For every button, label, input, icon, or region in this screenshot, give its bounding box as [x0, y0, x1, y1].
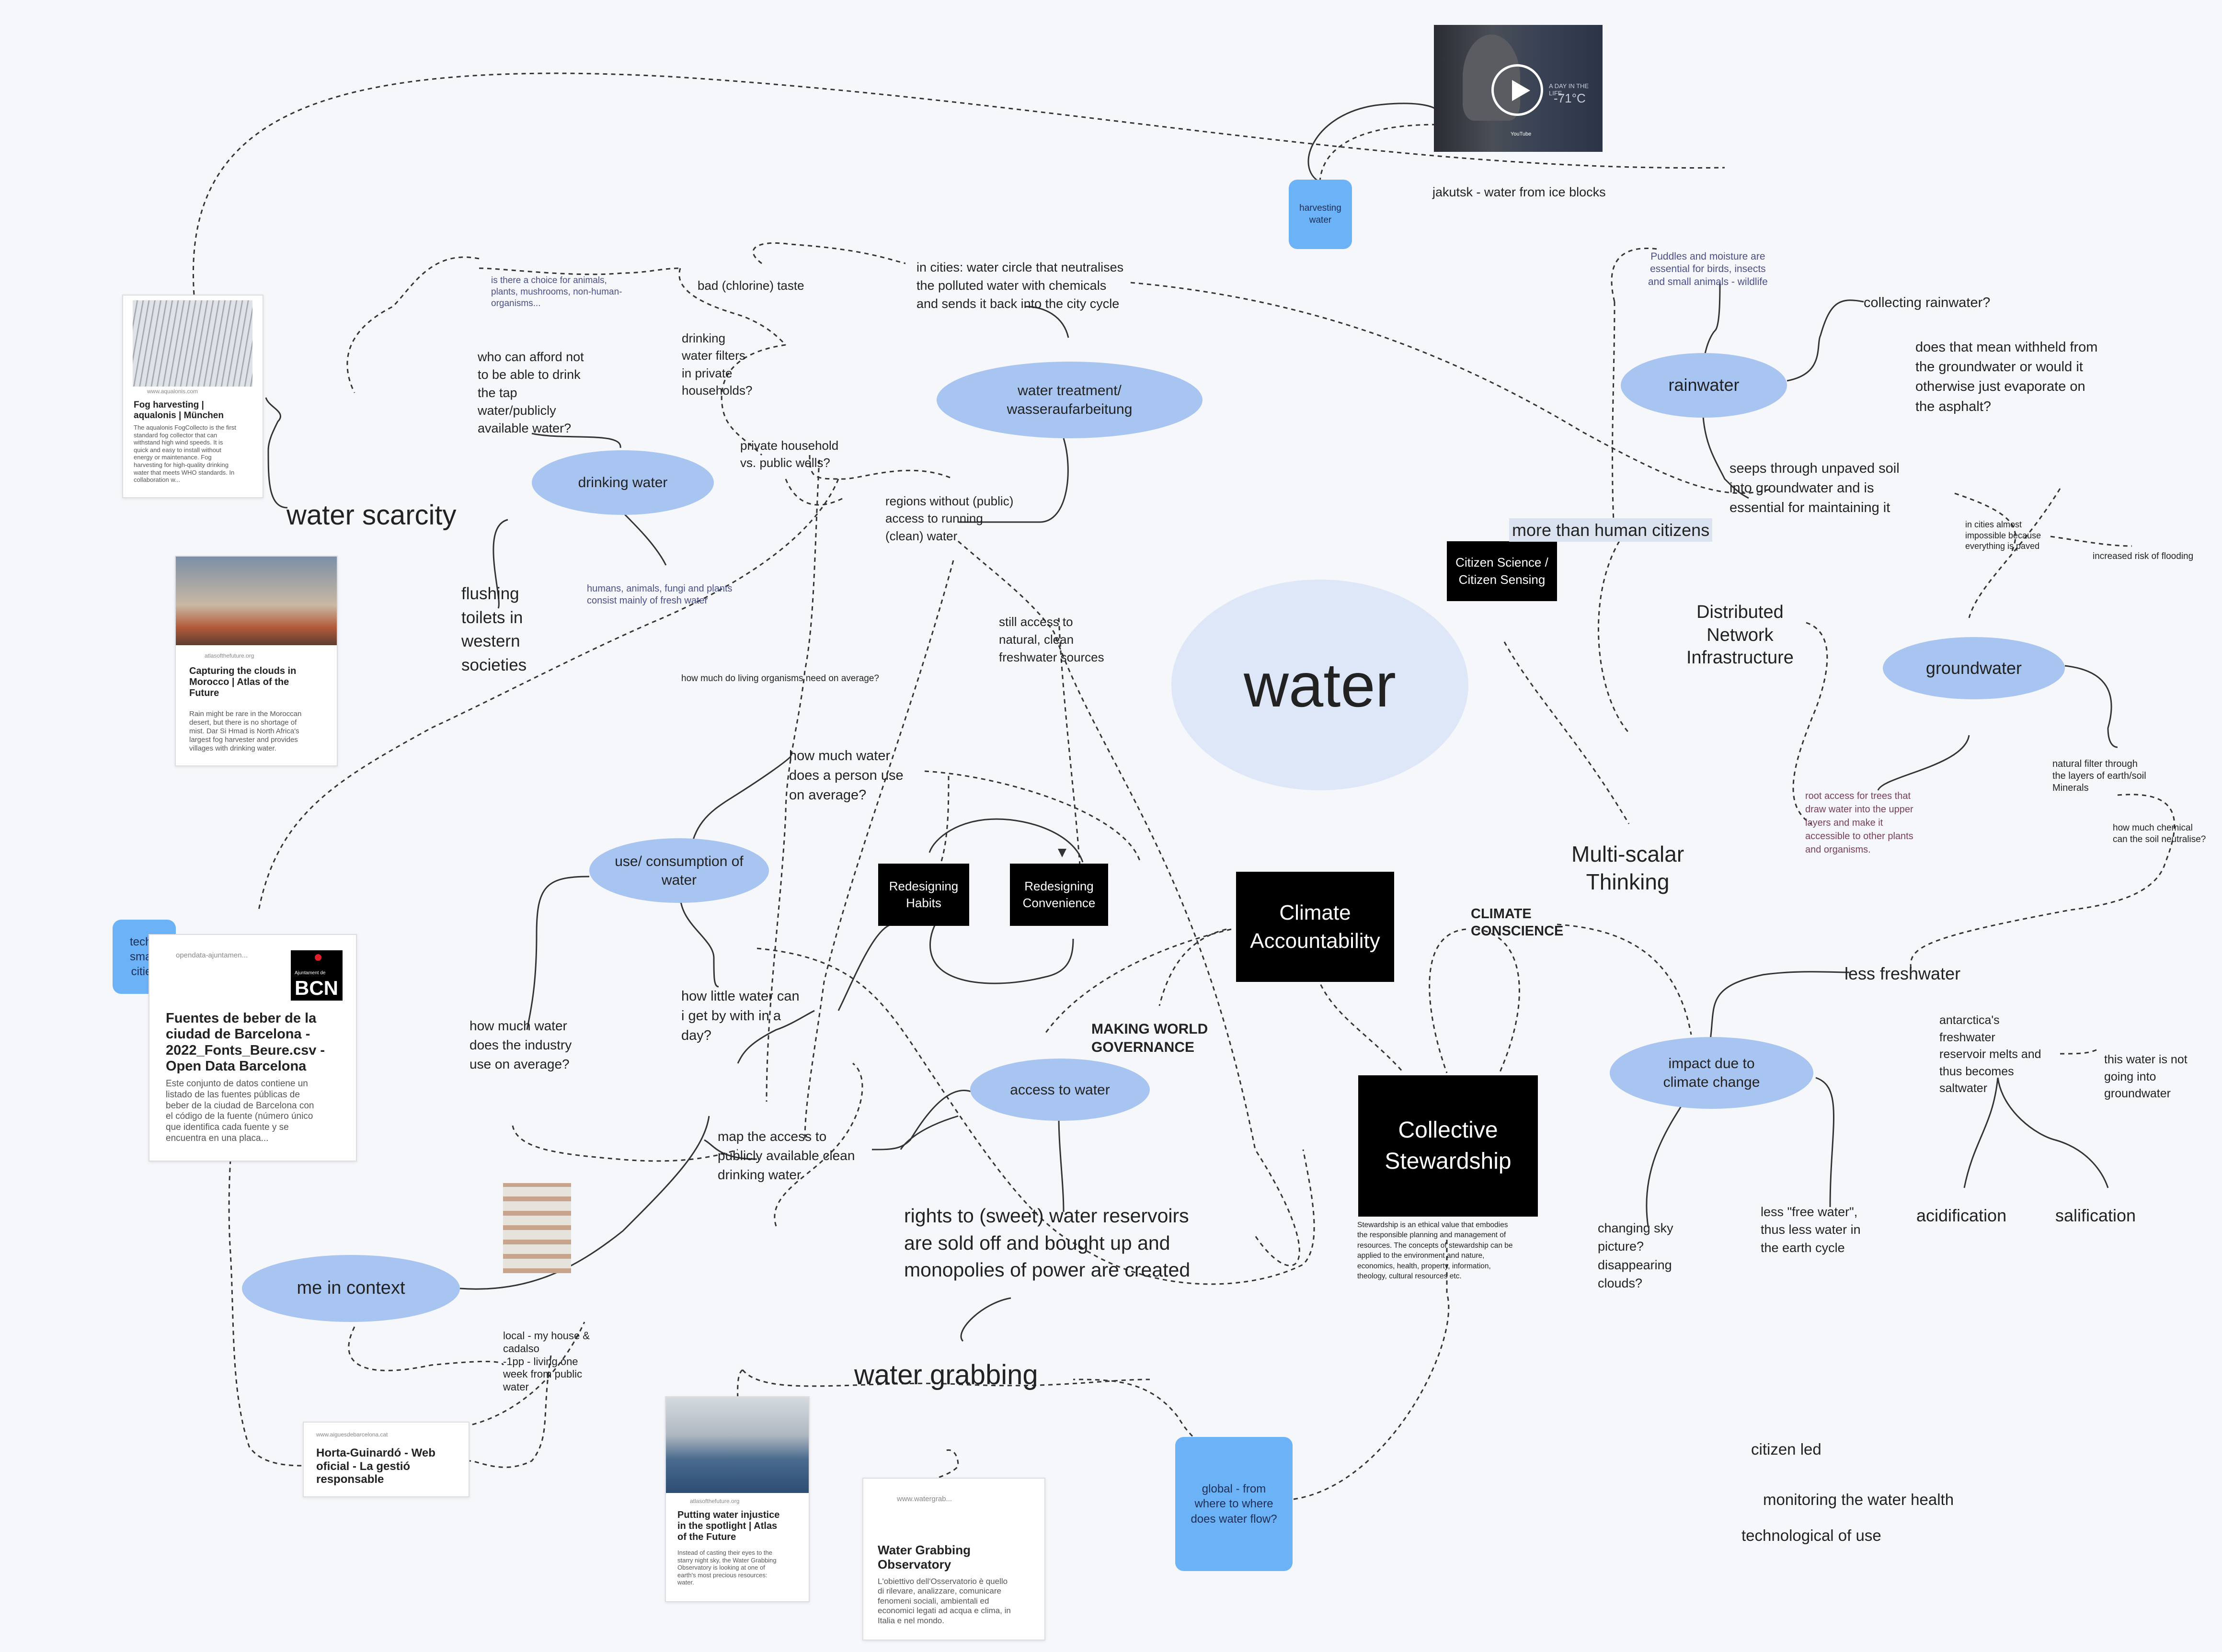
antarctica-note: antarctica's freshwater reservoir melts …: [1939, 1014, 2041, 1095]
groundwater-node[interactable]: groundwater: [1883, 637, 2065, 699]
multiscalar-label[interactable]: Multi-scalar Thinking: [1571, 842, 1684, 894]
bcn-logo: Ajuntament de BCN: [291, 950, 343, 1001]
climate-accountability-box[interactable]: Climate Accountability: [1236, 872, 1394, 982]
card-description: Este conjunto de datos contiene un lista…: [166, 1079, 314, 1143]
card-title: Horta-Guinardó - Web oficial - La gestió…: [316, 1447, 435, 1486]
bcn-logo-text: BCN: [295, 977, 338, 999]
bcn-logo-mark: [315, 954, 321, 961]
card-fuentes-barcelona[interactable]: opendata-ajuntamen... Ajuntament de BCN …: [149, 934, 357, 1162]
is-there-choice-note: is there a choice for animals, plants, m…: [491, 275, 622, 308]
world-governance-label[interactable]: MAKING WORLD GOVERNANCE: [1091, 1021, 1208, 1055]
card-domain: www.aiguesdebarcelona.cat: [316, 1431, 388, 1438]
harvesting-water-sticky[interactable]: harvesting water: [1289, 180, 1352, 249]
center-ellipse[interactable]: water: [1171, 580, 1468, 790]
less-freshwater-note: less freshwater: [1844, 964, 1961, 983]
card-water-grabbing-observatory[interactable]: www.watergrab... Water Grabbing Observat…: [862, 1478, 1045, 1641]
me-in-context-node[interactable]: me in context: [242, 1255, 460, 1322]
how-much-industry-note: how much water does the industry use on …: [470, 1018, 572, 1071]
map-access-note: map the access to publicly available cle…: [718, 1129, 855, 1182]
youtube-label: YouTube: [1511, 131, 1532, 137]
still-access-note: still access to natural, clean freshwate…: [999, 615, 1104, 664]
local-house-note: local - my house & cadalso -1pp - living…: [503, 1330, 590, 1393]
redesigning-habits-box[interactable]: Redesigning Habits: [878, 864, 969, 926]
jakutsk-video-thumbnail[interactable]: A DAY IN THE LIFE -71°C YouTube: [1434, 25, 1603, 152]
does-that-mean-note: does that mean withheld from the groundw…: [1915, 340, 2098, 414]
acidification-note: acidification: [1916, 1206, 2007, 1225]
humans-animals-note: humans, animals, fungi and plants consis…: [587, 583, 733, 606]
water-grabbing-label[interactable]: water grabbing: [854, 1359, 1038, 1390]
water-treatment-node[interactable]: water treatment/ wasseraufarbeitung: [937, 362, 1203, 438]
card-title: Fuentes de beber de la ciudad de Barcelo…: [166, 1011, 325, 1074]
card-domain: www.watergrab...: [897, 1495, 952, 1503]
use-consumption-node[interactable]: use/ consumption of water: [589, 838, 769, 903]
bcn-logo-small: Ajuntament de: [295, 970, 326, 976]
card-capturing-clouds[interactable]: atlasofthefuture.org Capturing the cloud…: [175, 556, 338, 766]
card-title: Putting water injustice in the spotlight…: [677, 1510, 780, 1542]
technological-note: technological of use: [1741, 1527, 1881, 1544]
natural-filter-note: natural filter through the layers of ear…: [2052, 759, 2146, 793]
card-title: Fog harvesting | aqualonis | München: [134, 400, 224, 421]
distributed-infra-label[interactable]: Distributed Network Infrastructure: [1686, 602, 1794, 668]
card-title: Water Grabbing Observatory: [878, 1543, 971, 1572]
flushing-note: flushing toilets in western societies: [461, 584, 527, 675]
stewardship-definition: Stewardship is an ethical value that emb…: [1357, 1221, 1513, 1280]
access-to-water-node[interactable]: access to water: [970, 1059, 1150, 1121]
puddles-note: Puddles and moisture are essential for b…: [1648, 251, 1768, 287]
seeps-through-note: seeps through unpaved soil into groundwa…: [1729, 461, 1900, 516]
tiles-photo[interactable]: [503, 1183, 571, 1273]
citizen-science-box[interactable]: Citizen Science / Citizen Sensing: [1447, 541, 1557, 601]
how-little-note: how little water can i get by with in a …: [681, 989, 800, 1044]
collecting-rainwater-note: collecting rainwater?: [1864, 295, 1991, 310]
private-household-note: private household vs. public wells?: [740, 438, 839, 470]
drinking-filters-note: drinking water filters in private househ…: [682, 331, 753, 398]
card-water-injustice[interactable]: atlasofthefuture.org Putting water injus…: [665, 1396, 810, 1602]
play-icon[interactable]: [1491, 64, 1543, 116]
collective-stewardship-box[interactable]: Collective Stewardship: [1358, 1075, 1538, 1217]
card-fog-harvesting[interactable]: www.aqualonis.com Fog harvesting | aqual…: [122, 295, 263, 498]
bad-chlorine-note: bad (chlorine) taste: [698, 278, 804, 293]
in-cities-note: in cities: water circle that neutralises…: [916, 260, 1124, 311]
climate-conscience-label[interactable]: CLIMATE CONSCIENCE: [1471, 906, 1564, 939]
root-access-note: root access for trees that draw water in…: [1805, 791, 1913, 855]
center-title: water: [1244, 649, 1396, 720]
how-much-person-note: how much water does a person use on aver…: [789, 748, 904, 803]
in-cities-almost-note: in cities almost impossible because ever…: [1965, 520, 2041, 551]
global-flow-sticky[interactable]: global - from where to where does water …: [1175, 1437, 1293, 1571]
video-overlay-text: A DAY IN THE LIFE: [1549, 82, 1589, 97]
water-scarcity-label[interactable]: water scarcity: [286, 500, 457, 531]
morocco-fog-image: [176, 557, 337, 645]
card-domain: opendata-ajuntamen...: [176, 951, 248, 959]
how-much-chemical-note: how much chemical can the soil neutralis…: [2113, 823, 2206, 844]
more-than-human-label[interactable]: more than human citizens: [1509, 518, 1713, 542]
card-domain: www.aqualonis.com: [147, 388, 198, 395]
card-description: Instead of casting their eyes to the sta…: [677, 1549, 777, 1586]
rights-label[interactable]: rights to (sweet) water reservoirs are s…: [904, 1205, 1191, 1281]
card-description: Rain might be rare in the Moroccan deser…: [189, 710, 302, 752]
less-free-water-note: less "free water", thus less water in th…: [1761, 1205, 1861, 1255]
fog-collector-image: [133, 300, 252, 387]
salification-note: salification: [2055, 1206, 2136, 1225]
not-groundwater-note: this water is not going into groundwater: [2104, 1053, 2188, 1100]
increased-flooding-note: increased risk of flooding: [2093, 551, 2194, 561]
video-temperature: -71°C: [1554, 91, 1586, 105]
card-description: The aqualonis FogCollecto is the first s…: [134, 424, 236, 484]
card-domain: atlasofthefuture.org: [690, 1498, 740, 1504]
impact-climate-node[interactable]: impact due to climate change: [1610, 1037, 1813, 1109]
drinking-water-node[interactable]: drinking water: [532, 450, 714, 515]
who-can-afford-note: who can afford not to be able to drink t…: [478, 350, 584, 435]
card-description: L'obiettivo dell'Osservatorio è quello d…: [878, 1577, 1011, 1625]
how-much-organisms-note: how much do living organisms need on ave…: [681, 673, 879, 684]
monitoring-note: monitoring the water health: [1763, 1491, 1954, 1508]
citizen-led-note: citizen led: [1751, 1440, 1821, 1458]
changing-sky-note: changing sky picture? disappearing cloud…: [1598, 1221, 1673, 1290]
water-tanks-image: [666, 1397, 809, 1493]
redesigning-convenience-box[interactable]: Redesigning Convenience: [1010, 864, 1108, 926]
card-horta-guinardo[interactable]: www.aiguesdebarcelona.cat Horta-Guinardó…: [303, 1422, 470, 1497]
card-domain: atlasofthefuture.org: [205, 652, 254, 659]
card-title: Capturing the clouds in Morocco | Atlas …: [189, 666, 297, 698]
regions-without-note: regions without (public) access to runni…: [885, 494, 1014, 543]
rainwater-node[interactable]: rainwater: [1621, 353, 1787, 418]
jakutsk-note: jakutsk - water from ice blocks: [1432, 185, 1606, 199]
